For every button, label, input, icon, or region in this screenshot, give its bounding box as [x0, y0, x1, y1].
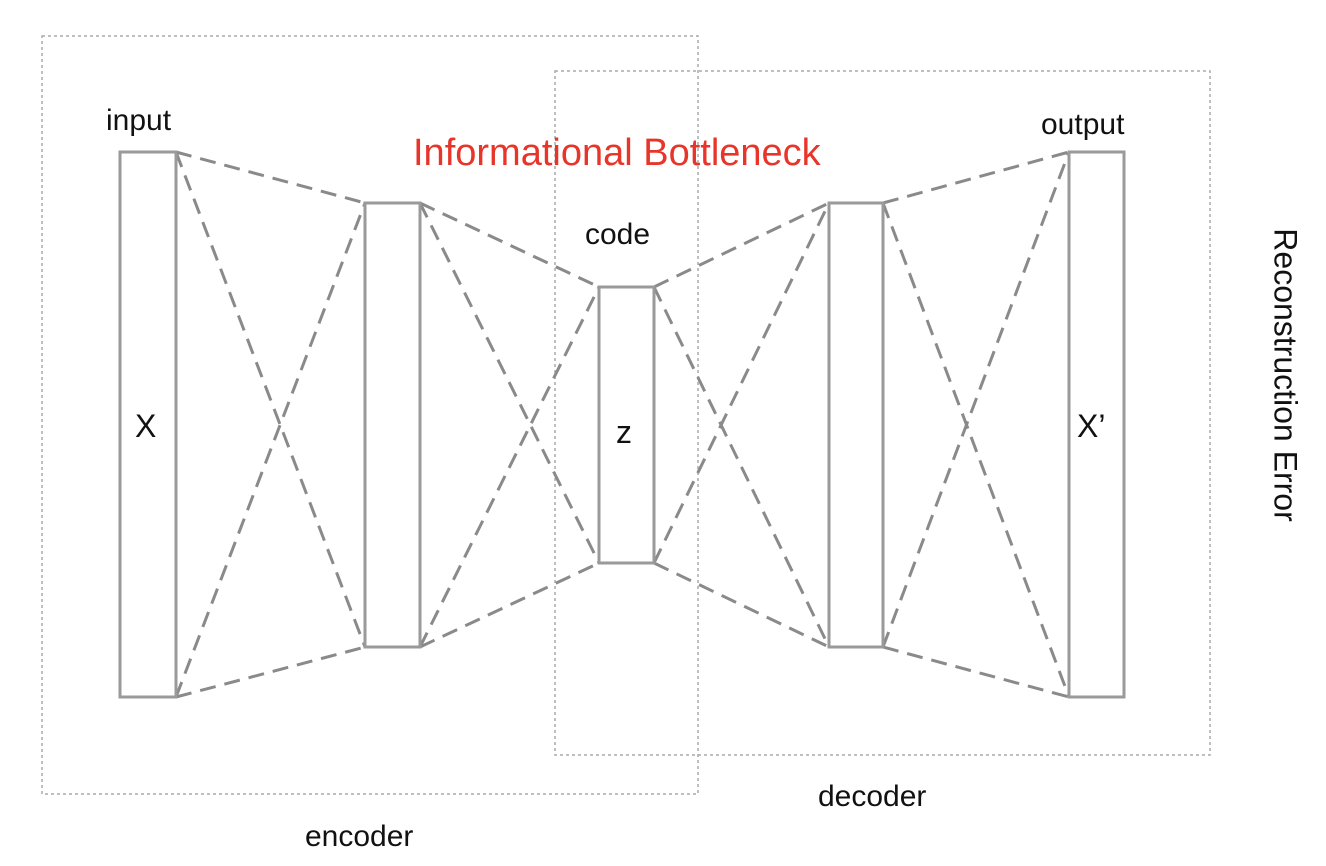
- output-layer: [1067, 150, 1126, 699]
- connection-line: [174, 151, 367, 648]
- layers: [118, 150, 1126, 699]
- output-label: output: [1041, 108, 1125, 141]
- hidden-layer-decoder: [827, 201, 885, 649]
- connection-line: [419, 201, 600, 289]
- connection-line: [653, 561, 830, 649]
- connection-line: [882, 150, 1070, 205]
- connection-line: [653, 201, 830, 289]
- connection-line: [882, 645, 1070, 699]
- decoder-label: decoder: [818, 780, 927, 813]
- connection-line: [652, 286, 831, 648]
- connection-line: [881, 202, 1071, 698]
- x-label: X: [135, 408, 157, 444]
- x-prime-label: X’: [1077, 408, 1106, 444]
- hidden-layer-encoder: [363, 201, 422, 649]
- connection-line: [418, 286, 601, 648]
- connection-line: [175, 150, 366, 205]
- connection-line: [418, 202, 601, 564]
- connection-line: [652, 202, 831, 564]
- connections: [174, 150, 1071, 699]
- connection-line: [174, 202, 367, 698]
- encoder-label: encoder: [305, 820, 414, 853]
- encoder-region: [41, 35, 699, 795]
- connection-line: [419, 561, 600, 649]
- connection-line: [881, 151, 1071, 648]
- z-label: z: [616, 414, 632, 450]
- input-layer: [118, 150, 178, 699]
- input-label: input: [106, 104, 172, 137]
- decoder-region: [554, 70, 1211, 756]
- code-label: code: [585, 218, 651, 251]
- connection-line: [175, 645, 366, 699]
- bottleneck-label: Informational Bottleneck: [413, 132, 821, 174]
- reconstruction-error-label: Reconstruction Error: [1267, 228, 1304, 522]
- code-layer: [597, 285, 656, 565]
